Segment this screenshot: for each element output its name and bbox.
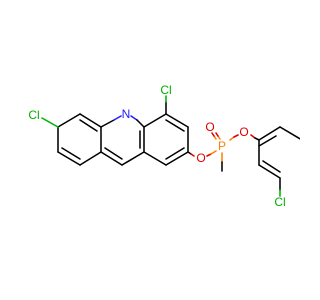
bond-o-p	[210, 150, 217, 155]
bond	[61, 147, 81, 160]
oxygen-atom-label: O	[239, 125, 248, 139]
bond-o-ring	[250, 134, 256, 139]
bond	[258, 126, 281, 141]
bond	[143, 151, 167, 166]
bond	[165, 113, 189, 128]
bond	[100, 119, 115, 128]
bond	[136, 119, 145, 128]
bonds-chlorophenyl-ring	[250, 126, 300, 197]
atom-labels: Cl Cl N O P O O Cl	[28, 83, 285, 209]
bond-to-o	[190, 153, 195, 157]
bond	[79, 151, 102, 166]
bond-to-cl	[41, 117, 59, 128]
bond	[121, 151, 145, 166]
bonds-left-ring	[41, 113, 102, 166]
bond	[165, 119, 185, 132]
bond-p-o-double	[215, 132, 219, 137]
bond-to-n	[130, 115, 138, 121]
phosphorus-atom-label: P	[218, 139, 226, 153]
chlorine-atom-label: Cl	[28, 108, 39, 122]
bond-p-o-double	[211, 132, 215, 137]
molecule-structure-diagram: Cl Cl N O P O O Cl	[28, 83, 300, 209]
chlorine-atom-label: Cl	[160, 83, 171, 97]
chlorine-atom-label: Cl	[274, 195, 285, 209]
bonds-phosphonate	[206, 132, 239, 172]
bond	[258, 135, 277, 147]
bond	[104, 147, 123, 160]
bond	[258, 164, 281, 179]
bond	[79, 119, 98, 132]
bond	[143, 113, 167, 128]
bond	[57, 151, 81, 166]
nitrogen-atom-label: N	[122, 107, 131, 121]
bonds-center-ring	[100, 115, 145, 166]
bond	[165, 151, 189, 166]
oxygen-atom-label: O	[205, 120, 214, 134]
bond-to-n	[113, 115, 122, 121]
oxygen-atom-label: O	[196, 151, 205, 165]
bond	[79, 113, 102, 128]
bond-p-o	[233, 134, 239, 138]
bond	[165, 147, 185, 160]
bond	[279, 126, 300, 140]
bond	[262, 160, 281, 173]
bond	[100, 151, 123, 166]
bonds-right-ring	[143, 95, 195, 166]
bond-p-o	[229, 136, 235, 141]
bond	[57, 113, 81, 128]
